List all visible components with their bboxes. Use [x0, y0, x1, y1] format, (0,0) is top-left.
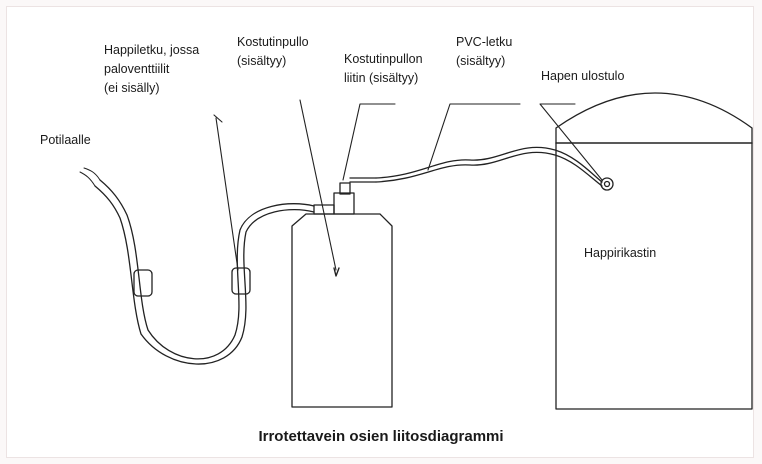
label-pvc-tube: PVC-letku (sisältyy) — [456, 35, 513, 68]
label-humidifier-bottle: Kostutinpullo (sisältyy) — [237, 35, 309, 68]
diagram-caption: Irrotettavein osien liitosdiagrammi — [258, 428, 504, 445]
humidifier-bottle — [291, 182, 393, 408]
label-bottle-connector: Kostutinpullon liitin (sisältyy) — [344, 52, 423, 85]
label-oxygen-outlet: Hapen ulostulo — [541, 69, 625, 83]
oxygen-tube — [79, 167, 315, 365]
oxygen-concentrator — [555, 92, 753, 410]
leader-lines — [213, 99, 603, 277]
label-to-patient: Potilaalle — [40, 133, 91, 147]
pvc-tube — [375, 146, 603, 187]
label-oxygen-tube: Happiletku, jossa paloventtiilit (ei sis… — [104, 43, 200, 95]
label-oxygen-concentrator: Happirikastin — [584, 246, 657, 260]
diagram-frame — [6, 6, 754, 458]
